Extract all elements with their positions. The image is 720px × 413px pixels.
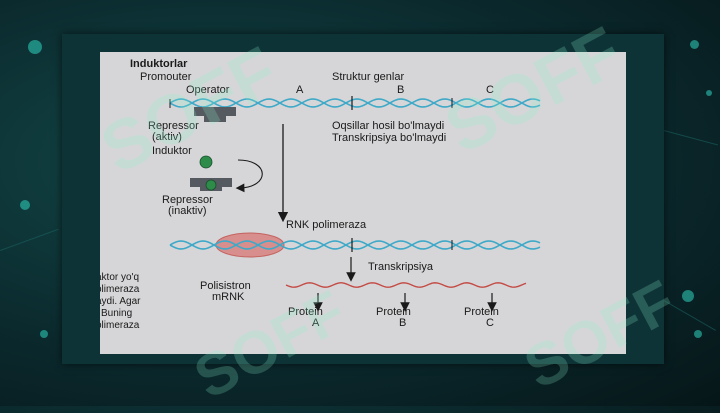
background-dot [694,330,702,338]
repressor-active-label: Repressor [148,120,199,132]
gene-c-label: C [486,84,494,96]
side-text-line: olimeraza [100,284,140,295]
repressor-active-icon [194,107,236,122]
background-line [663,130,719,146]
inducer-icon [199,155,213,169]
side-text-line: aydi. Agar [100,296,141,307]
background-line [0,228,59,251]
rna-polymerase-label: RNK polimeraza [286,219,367,231]
repressor-active-state: (aktiv) [152,131,182,143]
operator-label: Operator [186,84,230,96]
inducer-icon [205,179,217,191]
repressor-inactive-label: Repressor [162,194,213,206]
note-no-transcription: Transkripsiya bo'lmaydi [332,132,446,144]
protein-a-label: Protein [288,306,323,318]
rna-polymerase-icon [215,232,285,258]
background-dot [20,200,30,210]
background-line [663,300,716,331]
protein-a-name: A [312,317,320,329]
dna-strand [169,240,541,250]
promoter-label: Promouter [140,71,192,83]
slide: Induktorlar Promouter Struktur genlar Op… [100,52,626,354]
side-text-line: olimeraza [100,320,140,331]
transcription-label: Transkripsiya [368,261,434,273]
binding-arrow [235,159,263,193]
gene-a-label: A [296,84,304,96]
dna-strand [169,98,541,108]
dna-strand-top [169,96,541,110]
background-dot [706,90,712,96]
protein-b-label: Protein [376,306,411,318]
background-dot [40,330,48,338]
mrna-label: mRNK [212,291,245,303]
background-dot [690,40,699,49]
polycistronic-label: Polisistron [200,280,251,292]
repressor-inactive-icon [190,178,232,191]
repressor-inactive-state: (inaktiv) [168,205,207,217]
dna-strand-bottom [169,238,541,252]
side-text-line: l Buning [100,308,133,319]
protein-b-name: B [399,317,406,329]
mrna-strand [285,282,527,288]
structural-genes-label: Struktur genlar [332,71,404,83]
side-text-line: aktor yo'q [100,272,140,283]
lac-operon-diagram: Induktorlar Promouter Struktur genlar Op… [130,58,541,329]
diagram-title: Induktorlar [130,58,188,70]
protein-c-name: C [486,317,494,329]
inducer-label: Induktor [152,145,192,157]
note-no-proteins: Oqsillar hosil bo'lmaydi [332,120,444,132]
gene-b-label: B [397,84,404,96]
background-dot [682,290,694,302]
background-dot [28,40,42,54]
protein-c-label: Protein [464,306,499,318]
